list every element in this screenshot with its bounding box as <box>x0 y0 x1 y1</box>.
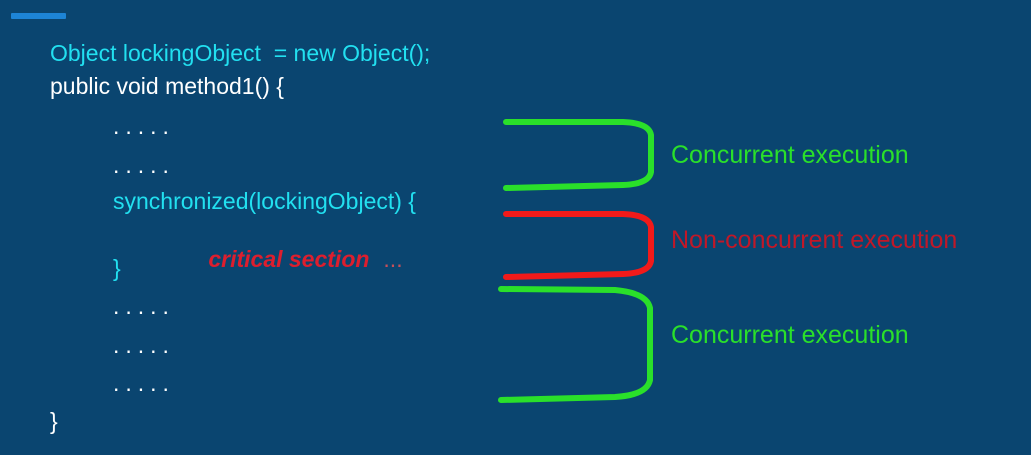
code-line-synchronized-close: } <box>113 255 121 281</box>
code-line-ellipsis-3: ..... <box>113 293 175 319</box>
code-line-ellipsis-5: ..... <box>113 370 175 396</box>
bracket-top-concurrent <box>503 119 654 191</box>
label-non-concurrent-execution: Non-concurrent execution <box>671 226 958 254</box>
code-line-method-signature: public void method1() { <box>50 73 284 99</box>
code-line-declaration: Object lockingObject = new Object(); <box>50 40 431 66</box>
label-concurrent-execution-bottom: Concurrent execution <box>671 321 909 349</box>
critical-section-ellipsis: ... <box>383 246 403 272</box>
code-line-ellipsis-2: ..... <box>113 152 175 178</box>
label-concurrent-execution-top: Concurrent execution <box>671 141 909 169</box>
code-line-ellipsis-1: ..... <box>113 113 175 139</box>
accent-rule <box>11 13 66 19</box>
bracket-bottom-concurrent <box>498 286 653 403</box>
code-line-method-close: } <box>50 408 58 434</box>
code-line-synchronized: synchronized(lockingObject) { <box>113 188 416 214</box>
code-line-critical-section: critical section... <box>170 225 403 294</box>
bracket-middle-non-concurrent <box>503 211 654 280</box>
code-line-ellipsis-4: ..... <box>113 332 175 358</box>
critical-section-text: critical section <box>208 246 370 272</box>
